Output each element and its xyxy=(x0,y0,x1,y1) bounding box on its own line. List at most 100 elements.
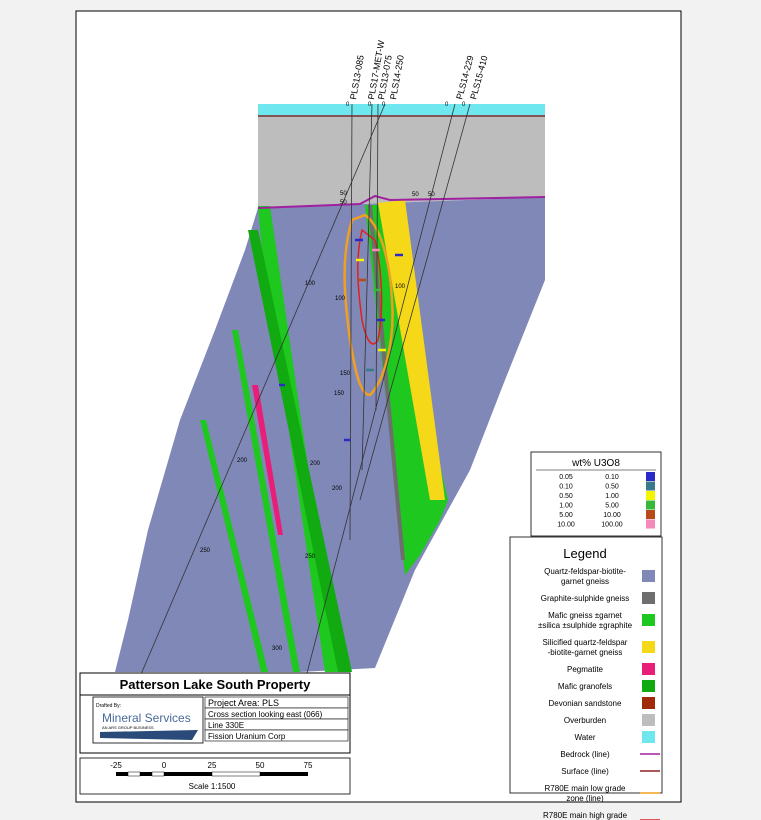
depth-label: 300 xyxy=(272,646,283,652)
depth-label: 50 xyxy=(412,192,419,198)
scale-tick-label: 50 xyxy=(256,761,265,770)
legend-item-label: Silicified quartz-feldspar-biotite-garne… xyxy=(543,638,628,657)
scale-label: Scale 1:1500 xyxy=(189,782,236,791)
depth-label: 0 xyxy=(346,102,350,108)
pegmatite-lens xyxy=(252,385,283,535)
grade-legend-title: wt% U3O8 xyxy=(571,458,620,469)
grade-from: 0.50 xyxy=(559,493,573,500)
scale-seg xyxy=(140,772,152,776)
grade-legend: wt% U3O8 0.05 0.10 0.10 0.50 0.50 1.00 1.00 5.0… xyxy=(530,451,662,537)
depth-label: 0 xyxy=(368,102,372,108)
grade-from: 0.10 xyxy=(559,484,573,491)
gneiss-layer xyxy=(115,197,545,672)
grade-to: 0.50 xyxy=(605,484,619,491)
drillhole-traces xyxy=(129,103,471,701)
grade-from: 0.05 xyxy=(559,474,573,481)
legend-item-label: Devonian sandstone xyxy=(549,699,622,708)
depth-label: 200 xyxy=(310,461,321,467)
grade-to: 0.10 xyxy=(605,474,619,481)
legend-frame xyxy=(509,536,663,794)
bedrock-line xyxy=(257,194,546,209)
depth-label: 250 xyxy=(305,554,316,560)
legend-swatch xyxy=(642,663,655,675)
grade-swatch xyxy=(646,500,655,510)
legend-item-label: Quartz-feldspar-biotite-garnet gneiss xyxy=(544,567,626,586)
grade-legend-frame xyxy=(530,451,662,537)
mafic-granofels-band xyxy=(248,230,352,672)
grade-from: 5.00 xyxy=(559,512,573,519)
scale-seg xyxy=(164,772,212,776)
cross-section-text: Cross section looking east (066) xyxy=(208,710,323,719)
legend-item-label: Water xyxy=(574,733,595,742)
legend-swatch xyxy=(642,592,655,604)
mafic-band-thin-1 xyxy=(232,330,300,672)
legend-swatch xyxy=(642,641,655,653)
grade-swatch xyxy=(646,491,655,500)
scale-tick-label: -25 xyxy=(110,761,122,770)
legend-swatch xyxy=(642,570,655,582)
legend-item-label: Mafic gneiss ±garnet±silica ±sulphide ±g… xyxy=(538,611,633,630)
depth-label: 0 xyxy=(445,102,449,108)
water-layer xyxy=(258,104,545,117)
silicified-zone xyxy=(378,200,445,500)
legend-title: Legend xyxy=(563,546,606,561)
legend-item-label: Overburden xyxy=(564,716,606,725)
legend-item-label: Graphite-sulphide gneiss xyxy=(541,594,630,603)
depth-label: 100 xyxy=(305,281,316,287)
scale-tick-label: 25 xyxy=(208,761,217,770)
mafic-band-thin-2 xyxy=(200,420,268,672)
assay-intervals xyxy=(279,238,403,442)
scale-tick-label: 0 xyxy=(162,761,167,770)
client-text: Fission Uranium Corp xyxy=(208,732,286,741)
legend-item-label: Surface (line) xyxy=(561,767,609,776)
grade-to: 1.00 xyxy=(605,493,619,500)
grade-swatch xyxy=(646,519,655,529)
grade-from: 10.00 xyxy=(557,522,575,529)
grade-from: 1.00 xyxy=(559,503,573,510)
grade-swatch xyxy=(646,472,655,481)
logo-swoosh xyxy=(100,730,198,740)
grade-to: 5.00 xyxy=(605,503,619,510)
map-title: Patterson Lake South Property xyxy=(120,677,311,692)
depth-label: 200 xyxy=(332,486,343,492)
depth-label: 100 xyxy=(335,296,346,302)
legend-swatch xyxy=(642,614,655,626)
grade-swatch xyxy=(646,481,655,491)
legend-item-label: Bedrock (line) xyxy=(560,750,610,759)
depth-label: 50 xyxy=(340,191,347,197)
scale-seg xyxy=(116,772,128,776)
overburden-layer xyxy=(258,117,545,208)
project-area-text: Project Area: PLS xyxy=(208,698,279,708)
depth-label: 50 xyxy=(428,192,435,198)
legend-swatch xyxy=(642,714,655,726)
company-subtitle: AN ARS GROUP BUSINESS xyxy=(102,725,154,730)
company-logo-text: Mineral Services xyxy=(102,711,191,725)
scale-seg xyxy=(127,771,141,777)
legend-item-label: Mafic granofels xyxy=(558,682,612,691)
scale-tick-label: 75 xyxy=(304,761,313,770)
info-client xyxy=(204,729,349,742)
scale-seg xyxy=(260,772,308,776)
legend-swatch xyxy=(642,680,655,692)
legend-item-label: Pegmatite xyxy=(567,665,604,674)
line-text: Line 330E xyxy=(208,721,244,730)
graphite-band xyxy=(368,205,405,560)
depth-label: 0 xyxy=(462,102,466,108)
grade-to: 10.00 xyxy=(603,512,621,519)
depth-label: 200 xyxy=(237,458,248,464)
low-grade-zone xyxy=(343,213,394,397)
title-block: Patterson Lake South Property Drafted By… xyxy=(79,672,351,754)
depth-label: 100 xyxy=(395,284,406,290)
scale-bar: -25 0 25 50 75 Scale 1:1500 xyxy=(79,757,351,795)
grade-to: 100.00 xyxy=(601,522,623,529)
depth-label: 250 xyxy=(200,548,211,554)
scale-seg xyxy=(151,771,165,777)
legend-swatch xyxy=(642,697,655,709)
high-grade-zone xyxy=(357,228,383,345)
drafted-by-label: Drafted By: xyxy=(96,703,121,709)
depth-label: 50 xyxy=(340,200,347,206)
depth-label: 150 xyxy=(334,391,345,397)
